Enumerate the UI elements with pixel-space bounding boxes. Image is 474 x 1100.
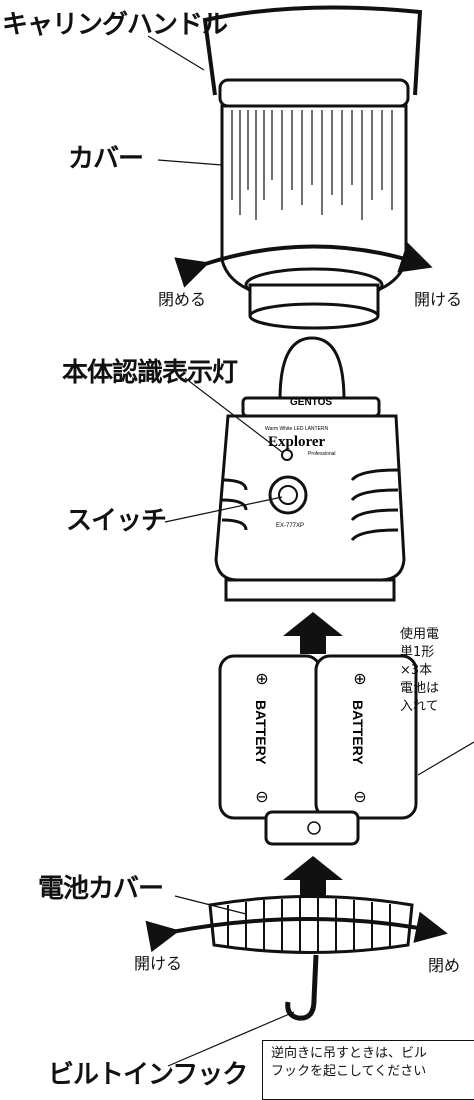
switch-label: スイッチ <box>66 506 167 536</box>
rotate-arrow-top <box>174 242 433 288</box>
product-line-text: Warm White LED LANTERN <box>265 426 329 432</box>
product-edition-text: Professional <box>308 451 336 457</box>
open-label-top: 開ける <box>414 290 463 309</box>
hook-note-box: 逆向きに吊すときは、ビル フックを起こしてください <box>262 1040 474 1100</box>
product-name-text: Explorer <box>268 434 326 450</box>
battery-minus-left: ⊖ <box>255 787 268 806</box>
cover-label: カバー <box>68 144 144 174</box>
battery-note-line: ×3本 <box>400 663 433 678</box>
hook-note-line: 逆向きに吊すときは、ビル <box>271 1046 428 1061</box>
carrying-handle-label: キャリングハンドル <box>2 10 228 40</box>
battery-plus-right: ⊕ <box>353 669 366 688</box>
lantern-body <box>214 336 406 602</box>
battery-pack <box>218 654 418 846</box>
hook-label: ビルトインフック <box>48 1060 248 1090</box>
battery-minus-right: ⊖ <box>353 787 366 806</box>
close-label-top: 閉める <box>158 290 207 309</box>
hook-note-line: フックを起こしてください <box>271 1064 427 1079</box>
battery-note: 使用電 単1形 ×3本 電池は 入れて <box>400 626 439 716</box>
battery-label-left: BATTERY <box>253 700 269 765</box>
battery-label-right: BATTERY <box>350 700 366 765</box>
battery-note-line: 使用電 <box>400 627 440 642</box>
close-label-bottom: 閉め <box>428 956 461 975</box>
open-label-bottom: 開ける <box>134 954 183 973</box>
cover <box>218 78 410 330</box>
battery-note-line: 電池は <box>400 681 440 696</box>
battery-note-line: 単1形 <box>400 645 435 660</box>
built-in-hook <box>285 954 319 1021</box>
indicator-light-label: 本体認識表示灯 <box>62 358 238 388</box>
battery-cover-label: 電池カバー <box>38 874 164 904</box>
up-arrow-lower <box>283 856 343 898</box>
battery-note-line: 入れて <box>400 699 439 714</box>
model-text: EX-777XP <box>276 523 304 529</box>
battery-plus-left: ⊕ <box>255 669 268 688</box>
brand-text: GENTOS <box>290 397 332 408</box>
carrying-handle <box>202 5 423 96</box>
rotate-arrow-bottom <box>145 911 448 953</box>
up-arrow-upper <box>283 612 343 654</box>
